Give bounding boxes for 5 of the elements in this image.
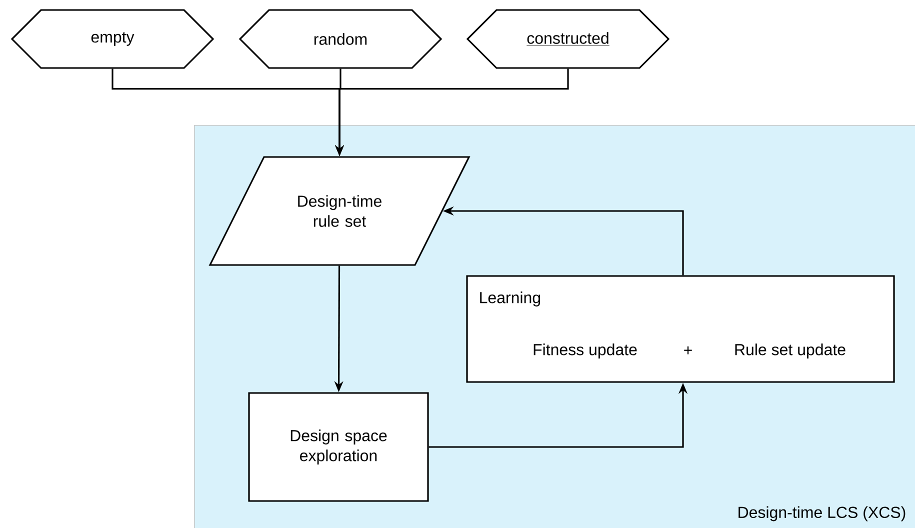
input-hexagon: constructed [466,9,670,69]
process-box: Design space exploration [248,392,429,502]
process-box: Learning Fitness update + Rule set update [466,275,895,383]
input-hexagon: random [238,9,442,69]
input-hexagon: empty [10,9,214,69]
